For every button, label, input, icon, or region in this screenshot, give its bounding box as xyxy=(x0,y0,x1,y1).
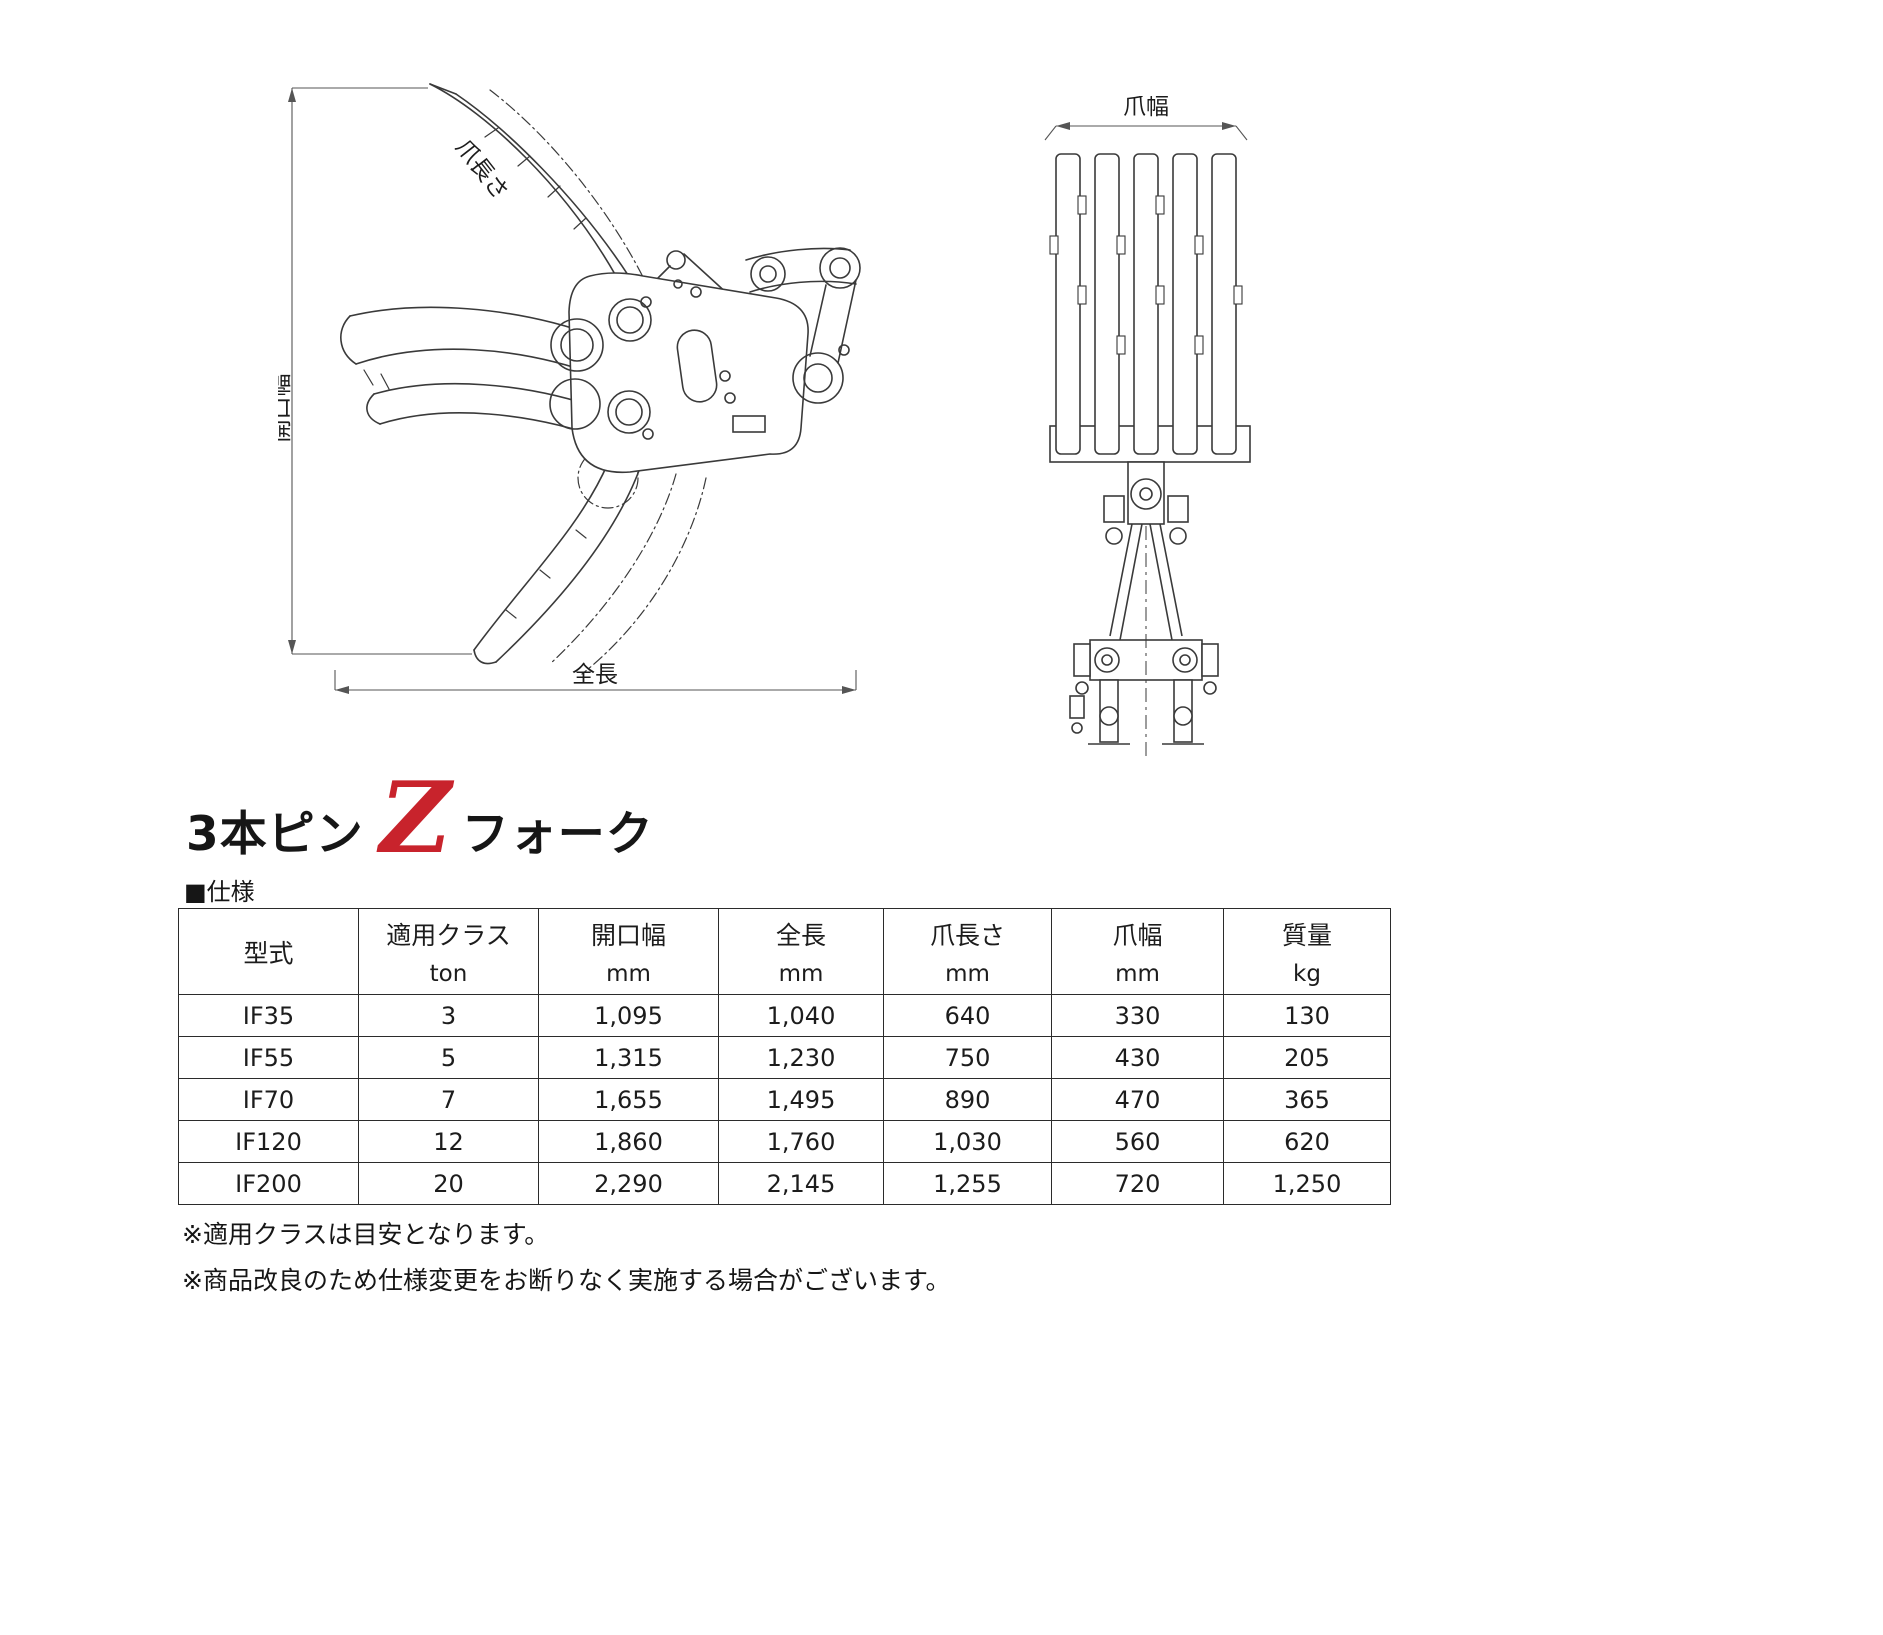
value-cell: 20 xyxy=(358,1162,539,1205)
value-cell: 890 xyxy=(883,1078,1052,1121)
value-cell: 1,030 xyxy=(883,1120,1052,1163)
value-cell: 205 xyxy=(1223,1036,1391,1079)
value-cell: 2,145 xyxy=(718,1162,884,1205)
title-suffix: フォーク xyxy=(461,806,654,862)
model-cell: IF120 xyxy=(178,1120,359,1163)
side-view-drawing: 開口幅 爪長さ 全長 xyxy=(278,83,861,694)
value-cell: 1,040 xyxy=(718,994,884,1037)
value-cell: 430 xyxy=(1051,1036,1224,1079)
value-cell: 1,250 xyxy=(1223,1162,1391,1205)
value-cell: 620 xyxy=(1223,1120,1391,1163)
note-line: ※商品改良のため仕様変更をお断りなく実施する場合がございます。 xyxy=(182,1266,951,1295)
front-view-drawing: 爪幅 xyxy=(1044,96,1251,758)
table-row: IF200 20 2,290 2,145 1,255 720 1,250 xyxy=(178,1162,1391,1205)
value-cell: 1,095 xyxy=(538,994,719,1037)
value-cell: 1,230 xyxy=(718,1036,884,1079)
dim-label-claw-width: 爪幅 xyxy=(1123,96,1169,120)
value-cell: 1,495 xyxy=(718,1078,884,1121)
value-cell: 330 xyxy=(1051,994,1224,1037)
dim-label-overall-length: 全長 xyxy=(572,662,618,688)
spec-heading: ■仕様 xyxy=(184,878,255,906)
value-cell: 640 xyxy=(883,994,1052,1037)
title-prefix: 3本ピン xyxy=(186,806,364,862)
note-line: ※適用クラスは目安となります。 xyxy=(182,1220,550,1249)
model-cell: IF55 xyxy=(178,1036,359,1079)
value-cell: 1,255 xyxy=(883,1162,1052,1205)
footnotes: ※適用クラスは目安となります。 ※商品改良のため仕様変更をお断りなく実施する場合… xyxy=(182,1212,950,1304)
table-row: IF120 12 1,860 1,760 1,030 560 620 xyxy=(178,1120,1391,1163)
value-cell: 1,315 xyxy=(538,1036,719,1079)
value-cell: 5 xyxy=(358,1036,539,1079)
value-cell: 720 xyxy=(1051,1162,1224,1205)
model-cell: IF200 xyxy=(178,1162,359,1205)
dim-label-opening-width: 開口幅 xyxy=(278,374,294,443)
value-cell: 750 xyxy=(883,1036,1052,1079)
dim-label-claw-length: 爪長さ xyxy=(450,135,513,205)
z-logo: Z xyxy=(375,772,454,872)
product-title: 3本ピン Z フォーク xyxy=(186,772,654,872)
value-cell: 7 xyxy=(358,1078,539,1121)
header-model: 型式 xyxy=(178,908,359,995)
value-cell: 12 xyxy=(358,1120,539,1163)
value-cell: 560 xyxy=(1051,1120,1224,1163)
table-row: IF55 5 1,315 1,230 750 430 205 xyxy=(178,1036,1391,1079)
value-cell: 1,655 xyxy=(538,1078,719,1121)
value-cell: 130 xyxy=(1223,994,1391,1037)
z-logo-letter: Z xyxy=(375,772,454,872)
value-cell: 1,760 xyxy=(718,1120,884,1163)
model-cell: IF70 xyxy=(178,1078,359,1121)
value-cell: 365 xyxy=(1223,1078,1391,1121)
table-row: IF70 7 1,655 1,495 890 470 365 xyxy=(178,1078,1391,1121)
model-cell: IF35 xyxy=(178,994,359,1037)
value-cell: 2,290 xyxy=(538,1162,719,1205)
value-cell: 3 xyxy=(358,994,539,1037)
value-cell: 470 xyxy=(1051,1078,1224,1121)
value-cell: 1,860 xyxy=(538,1120,719,1163)
table-row: IF35 3 1,095 1,040 640 330 130 xyxy=(178,994,1391,1037)
